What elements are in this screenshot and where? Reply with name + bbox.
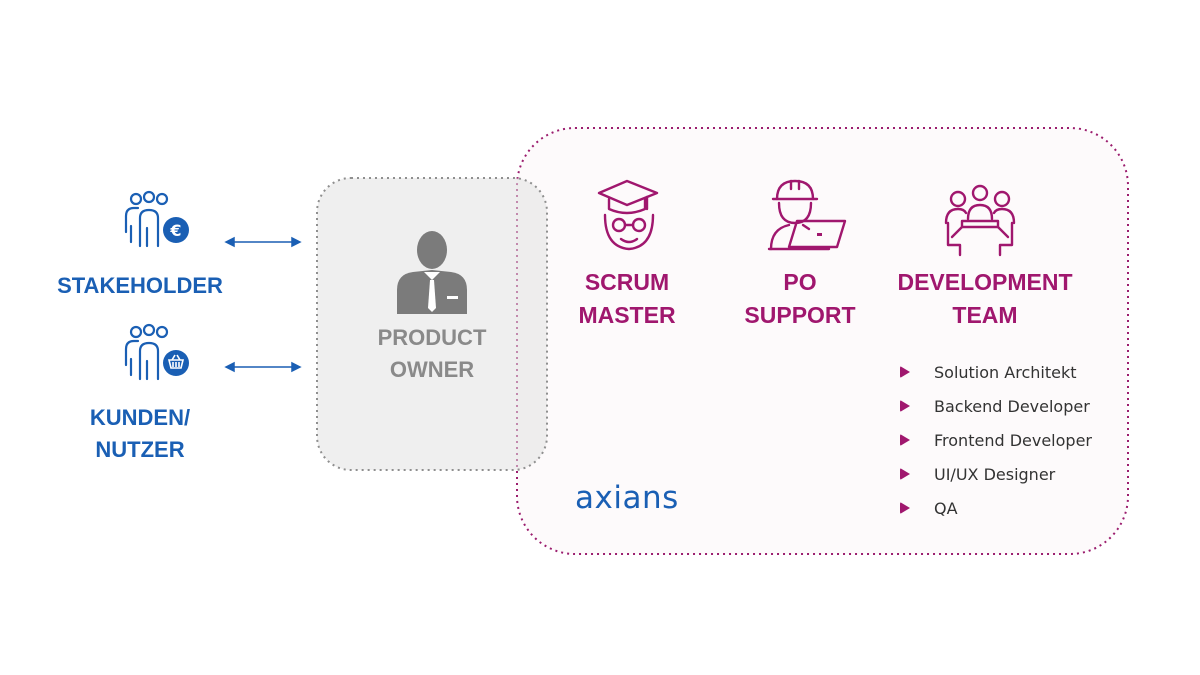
dev-team-label-line2: TEAM — [952, 302, 1018, 328]
triangle-bullet-icon — [900, 502, 910, 514]
worker-with-laptop-icon — [767, 179, 847, 251]
role-label: UI/UX Designer — [934, 464, 1056, 484]
role-label: QA — [934, 498, 958, 518]
role-label: Frontend Developer — [934, 430, 1092, 450]
businessman-icon — [397, 231, 467, 314]
role-label: Solution Architekt — [934, 362, 1077, 382]
triangle-bullet-icon — [900, 366, 910, 378]
list-item: Frontend Developer — [900, 423, 1130, 457]
arrow-stakeholder — [224, 236, 302, 248]
svg-text:€: € — [169, 221, 181, 240]
list-item: Solution Architekt — [900, 355, 1130, 389]
stakeholder-label: STAKEHOLDER — [40, 270, 240, 302]
product-owner-label-line1: PRODUCT — [377, 325, 487, 350]
triangle-bullet-icon — [900, 434, 910, 446]
axians-logo: axians — [575, 480, 679, 516]
list-item: UI/UX Designer — [900, 457, 1130, 491]
kunden-label: KUNDEN/ NUTZER — [40, 402, 240, 466]
scrum-master-label: SCRUM MASTER — [547, 266, 707, 332]
kunden-label-line1: KUNDEN/ — [89, 405, 191, 430]
product-owner-label-line2: OWNER — [389, 357, 475, 382]
po-support-label: PO SUPPORT — [720, 266, 880, 332]
arrow-kunden — [224, 361, 302, 373]
scrum-master-label-line2: MASTER — [578, 302, 676, 328]
customer-basket-icon — [124, 323, 189, 381]
product-owner-label: PRODUCT OWNER — [332, 322, 532, 386]
graduate-with-glasses-icon — [597, 179, 659, 251]
list-item: Backend Developer — [900, 389, 1130, 423]
product-owner-box — [316, 177, 548, 471]
list-item: QA — [900, 491, 1130, 525]
triangle-bullet-icon — [900, 468, 910, 480]
dev-team-label: DEVELOPMENT TEAM — [885, 266, 1085, 332]
team-boundary — [516, 127, 1129, 555]
kunden-label-line2: NUTZER — [95, 437, 185, 462]
triangle-bullet-icon — [900, 400, 910, 412]
role-label: Backend Developer — [934, 396, 1090, 416]
stakeholder-euro-icon: € — [124, 190, 189, 248]
po-support-label-line2: SUPPORT — [744, 302, 856, 328]
team-roles-list: Solution Architekt Backend Developer Fro… — [900, 355, 1130, 525]
scrum-master-label-line1: SCRUM — [584, 269, 670, 295]
stakeholder-label-line1: STAKEHOLDER — [57, 273, 223, 298]
team-meeting-icon — [944, 184, 1016, 257]
dev-team-label-line1: DEVELOPMENT — [897, 269, 1073, 295]
po-support-label-line1: PO — [783, 269, 817, 295]
